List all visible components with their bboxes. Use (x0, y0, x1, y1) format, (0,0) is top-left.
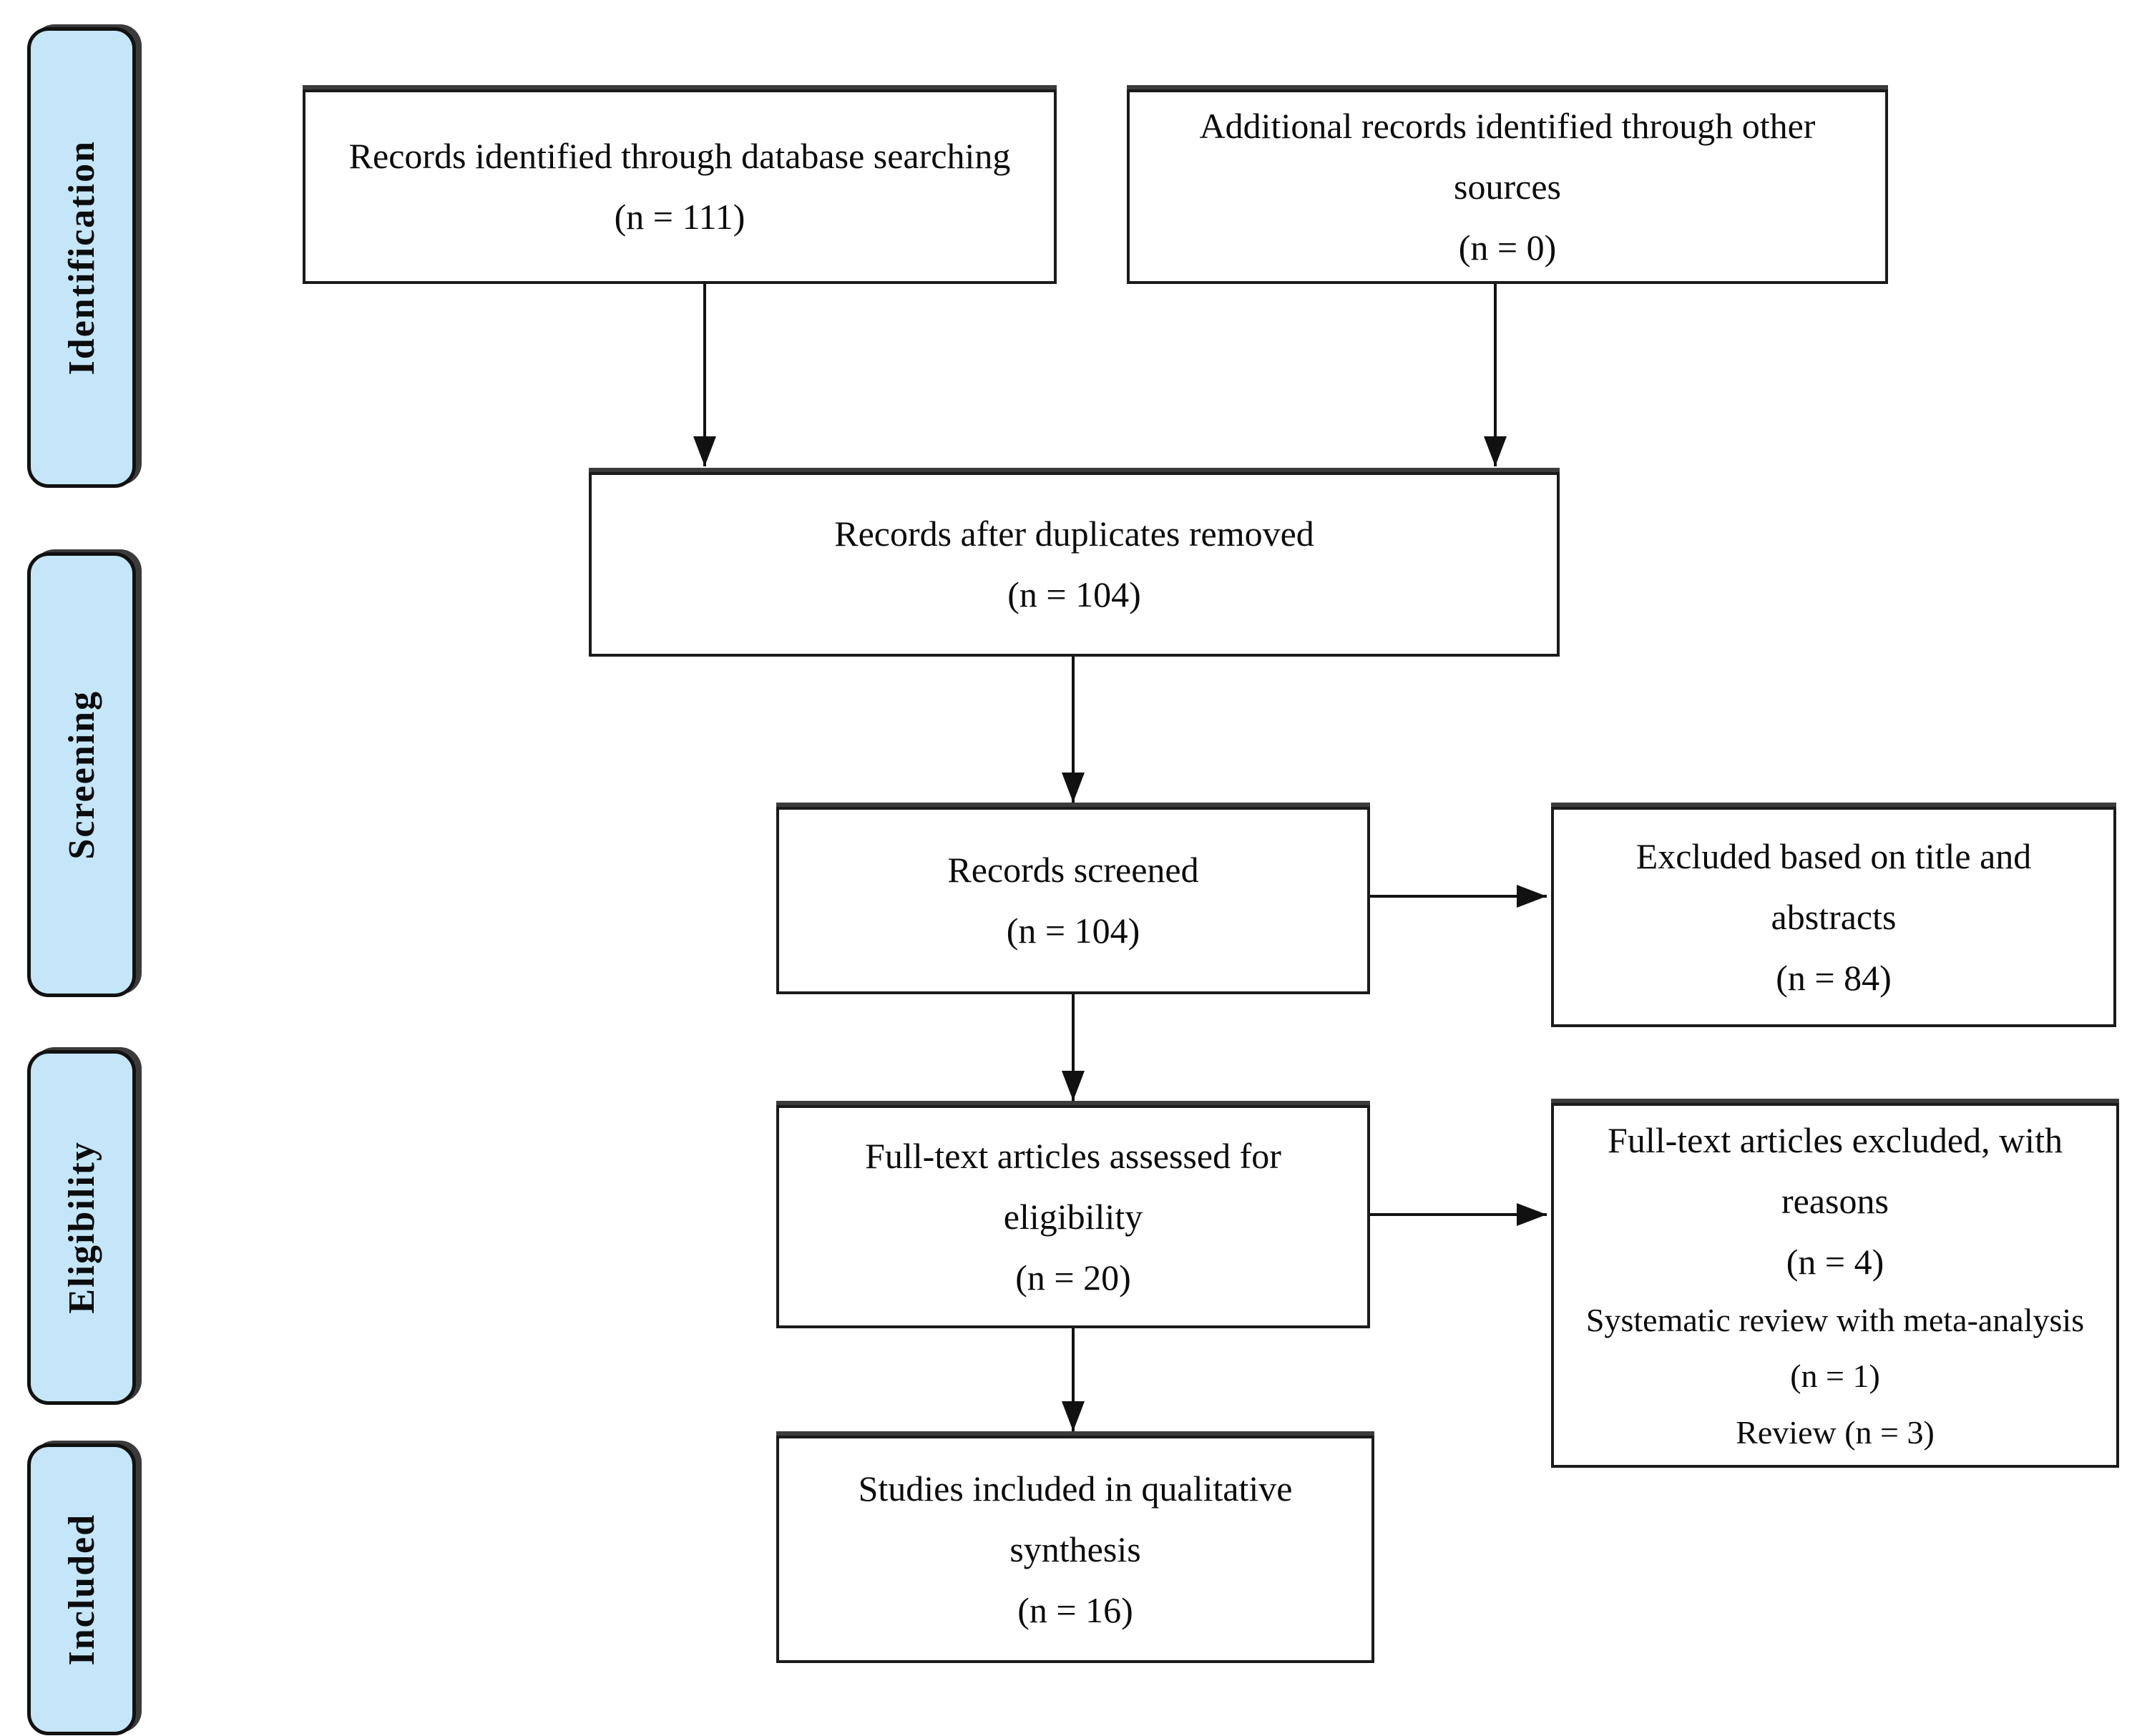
box-records-after-duplicates: Records after duplicates removed (n = 10… (589, 472, 1560, 657)
box-records-identified-other-text: Additional records identified through ot… (1199, 105, 1816, 207)
box-records-identified-db-text: Records identified through database sear… (348, 136, 1011, 176)
stage-identification-label: Identification (61, 139, 102, 376)
box-studies-included-qualitative: Studies included in qualitative synthesi… (776, 1436, 1374, 1663)
box-records-identified-db-count: (n = 111) (614, 197, 745, 237)
box-records-screened-text: Records screened (947, 850, 1199, 890)
box-records-screened: Records screened (n = 104) (776, 807, 1370, 994)
box-fulltext-excluded: Full-text articles excluded, with reason… (1551, 1103, 2119, 1468)
box-records-after-duplicates-count: (n = 104) (1007, 574, 1141, 614)
stage-screening-label: Screening (61, 690, 102, 860)
box-fulltext-excluded-count: (n = 4) (1786, 1242, 1884, 1283)
box-excluded-title-abstracts: Excluded based on title and abstracts (n… (1551, 807, 2116, 1027)
box-fulltext-excluded-text: Full-text articles excluded, with reason… (1608, 1120, 2063, 1222)
box-fulltext-excluded-reason-1: Systematic review with meta-analysis (n … (1585, 1302, 2085, 1395)
box-records-identified-other-count: (n = 0) (1458, 227, 1557, 268)
stage-eligibility-label: Eligibility (61, 1141, 102, 1314)
box-fulltext-assessed-text: Full-text articles assessed for eligibil… (865, 1135, 1281, 1237)
box-studies-included-qualitative-count: (n = 16) (1017, 1589, 1133, 1630)
stage-screening: Screening (27, 552, 136, 997)
box-records-screened-count: (n = 104) (1006, 911, 1140, 951)
box-fulltext-excluded-reason-2: Review (n = 3) (1736, 1413, 1935, 1451)
box-fulltext-assessed-count: (n = 20) (1015, 1257, 1131, 1298)
box-records-identified-other: Additional records identified through ot… (1127, 89, 1888, 284)
stage-identification: Identification (27, 27, 136, 488)
box-excluded-title-abstracts-text: Excluded based on title and abstracts (1635, 835, 2032, 937)
box-excluded-title-abstracts-count: (n = 84) (1776, 957, 1892, 998)
stage-included-label: Included (61, 1513, 102, 1666)
box-studies-included-qualitative-text: Studies included in qualitative synthesi… (858, 1468, 1293, 1569)
box-records-identified-db: Records identified through database sear… (303, 89, 1057, 284)
stage-eligibility: Eligibility (27, 1050, 136, 1405)
box-fulltext-assessed: Full-text articles assessed for eligibil… (776, 1105, 1370, 1328)
box-records-after-duplicates-text: Records after duplicates removed (834, 514, 1314, 554)
stage-included: Included (27, 1443, 136, 1735)
